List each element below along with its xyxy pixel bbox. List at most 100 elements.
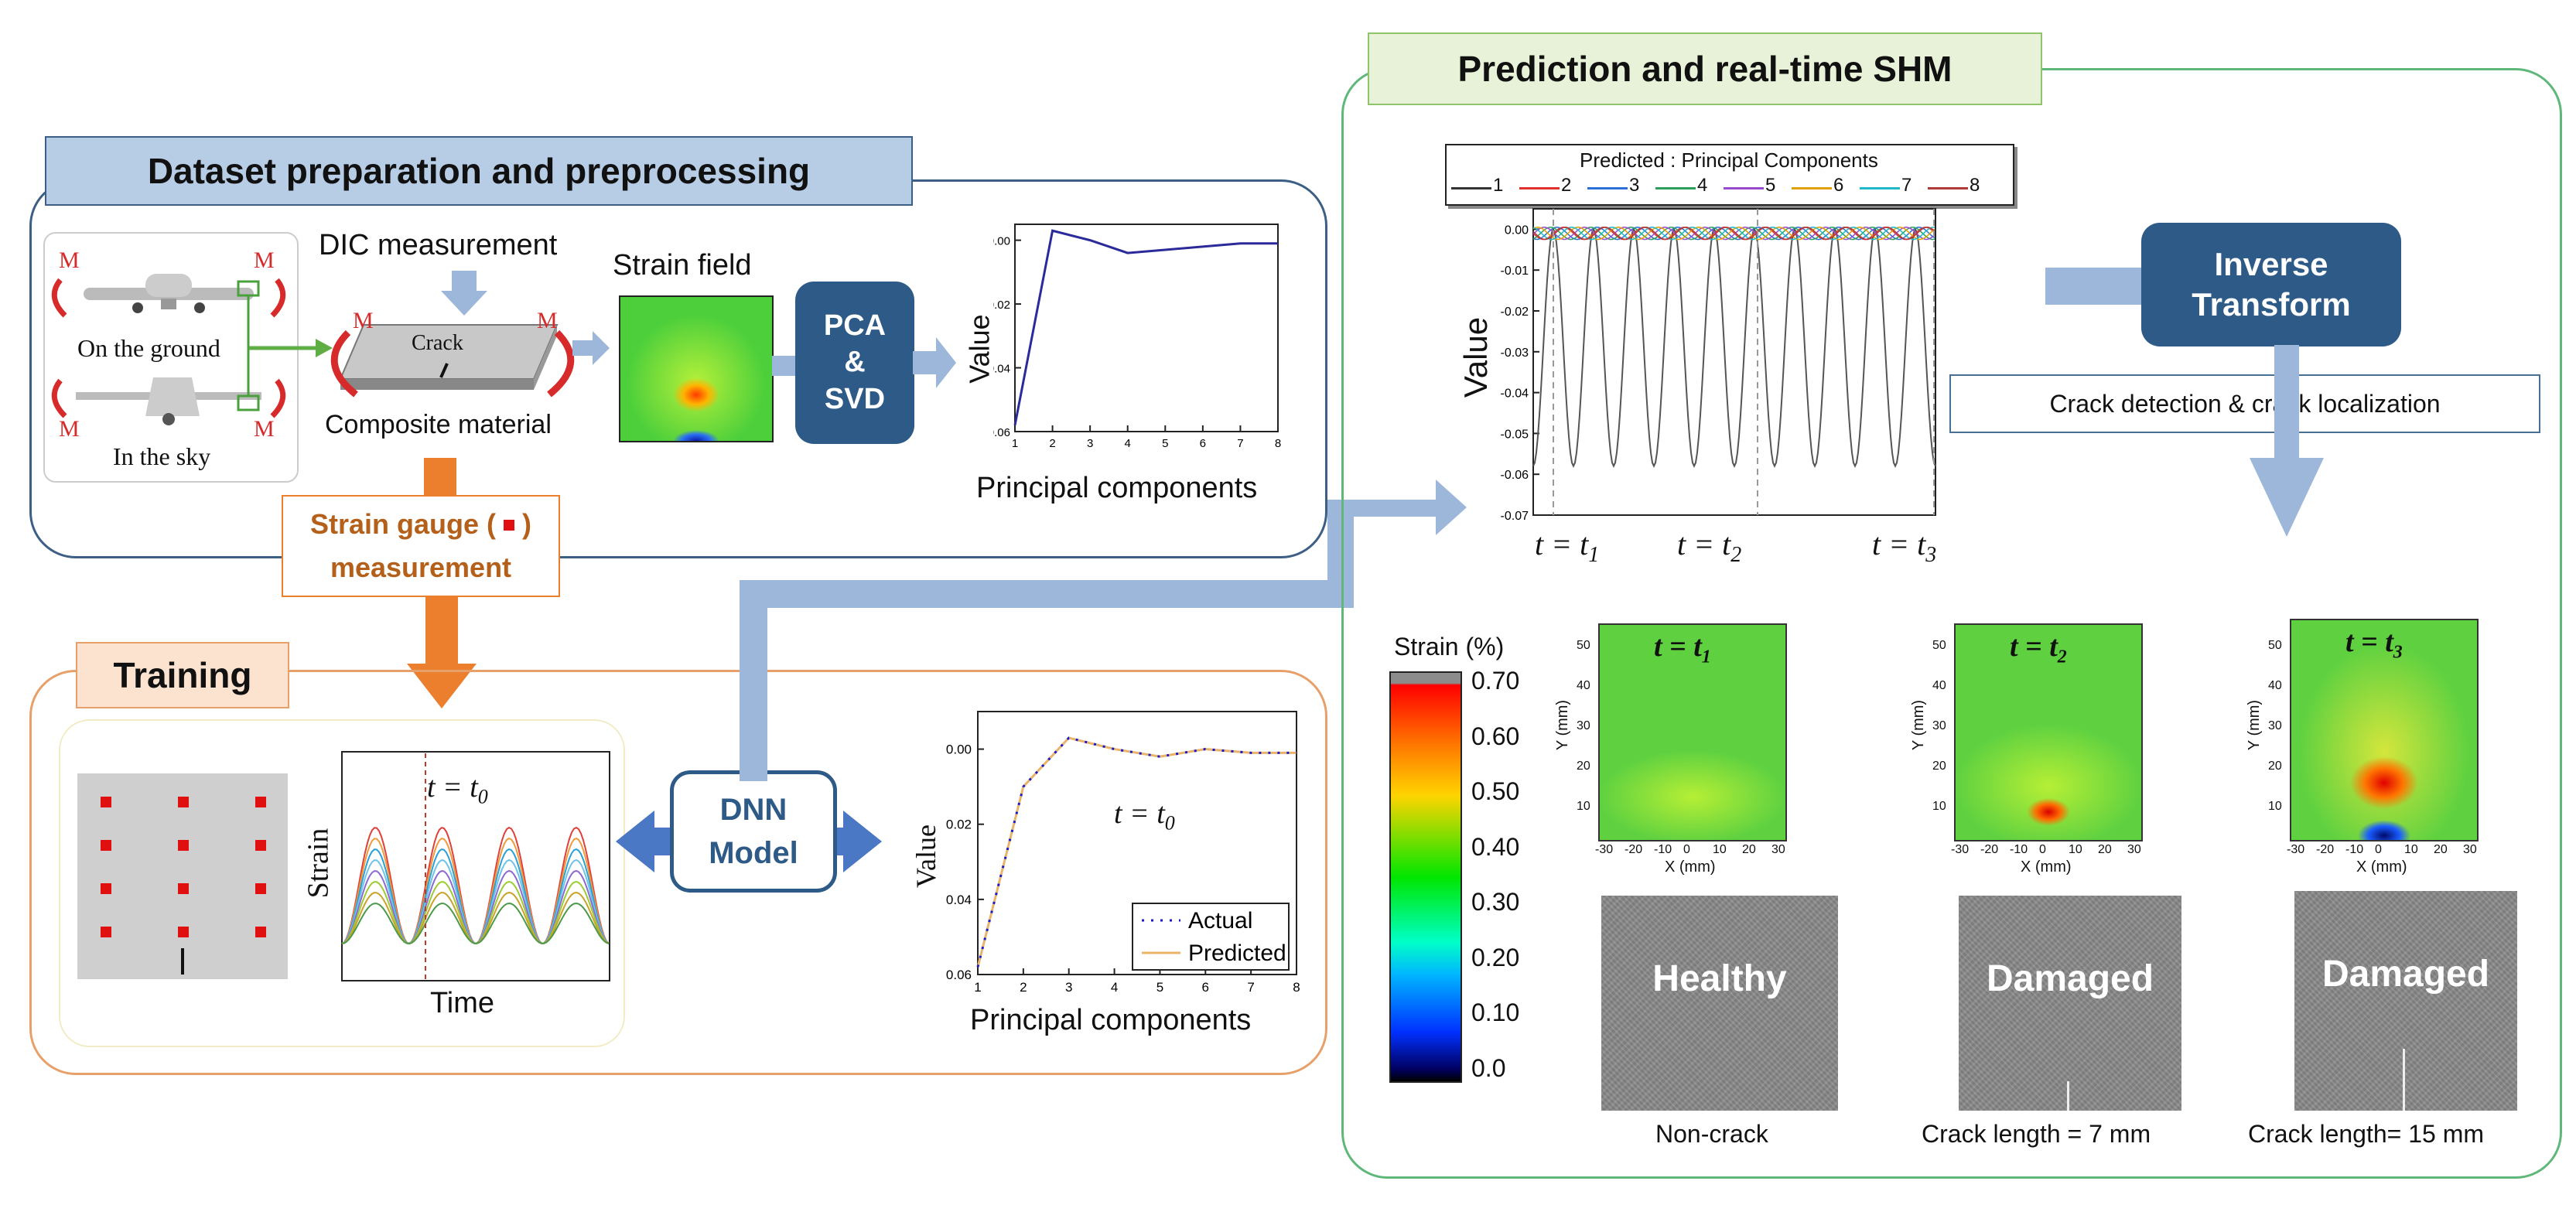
specimen-photo-damaged: Damaged (2294, 891, 2517, 1111)
y-tick-label: 0.06 (946, 968, 972, 982)
specimen-photo-healthy: Healthy (1601, 896, 1838, 1111)
connector-arrow-icon (740, 480, 1467, 781)
t-label-text: t = t (2010, 630, 2058, 663)
y-tick-label: 0.06 (993, 426, 1010, 439)
specimen-photo-damaged: Damaged (1959, 896, 2181, 1111)
strain-time-chart (341, 751, 610, 981)
t0-label: t = t0 (427, 770, 488, 809)
map-x-tick: 0 (2039, 843, 2046, 856)
legend-predicted-label: Predicted (1188, 940, 1286, 966)
right-arrow-icon (913, 337, 956, 388)
legend-swatch (1860, 187, 1900, 189)
legend-label: 3 (1629, 175, 1640, 196)
map-x-tick: 20 (1742, 843, 1756, 856)
map-y-tick: 50 (1932, 639, 1946, 652)
map-x-tick: -20 (1980, 843, 1999, 856)
t-label-sub: 0 (1164, 811, 1175, 835)
colorbar-tick-label: 0.60 (1471, 722, 1520, 750)
x-tick-label: 8 (1275, 437, 1281, 450)
colorbar-tick-label: 0.30 (1471, 888, 1520, 916)
chart-xlabel: Principal components (976, 472, 1258, 504)
map-xlabel: X (mm) (2356, 859, 2407, 876)
series-line (1013, 229, 1278, 426)
gauge-layout-plate (77, 773, 288, 979)
map-y-tick: 10 (2268, 800, 2282, 813)
t-label-sub: 3 (2393, 642, 2403, 663)
legend-swatch (1792, 187, 1832, 189)
map-y-tick: 20 (1932, 760, 1946, 773)
crack-mark (2403, 1049, 2405, 1111)
dnn-label: DNN (719, 793, 787, 827)
prediction-pc-chart: 0.00-0.01-0.02-0.03-0.04-0.05-0.06-0.07 (1501, 208, 1936, 523)
x-tick-label: 1 (1012, 437, 1018, 450)
strain-ylabel: Strain (302, 828, 335, 899)
x-tick-label: 5 (1156, 980, 1163, 995)
strain-map: t = t2 (1954, 623, 2143, 841)
t-label-text: t = t (427, 771, 478, 804)
actual-line (976, 736, 1297, 968)
moment-label: M (254, 247, 275, 273)
y-tick-label: -0.03 (1501, 346, 1529, 360)
t-label-sub: 2 (2057, 647, 2067, 667)
t-label-text: t = t (2345, 626, 2393, 658)
map-ylabel: Y (mm) (2246, 699, 2263, 751)
map-y-tick: 40 (1932, 679, 1946, 692)
map-x-tick: 10 (2069, 843, 2082, 856)
gauge-marker-icon (255, 927, 266, 937)
time-label: t = t1 (1535, 526, 1599, 568)
composite-specimen (330, 324, 575, 398)
map-y-tick: 20 (2268, 760, 2282, 773)
x-tick-label: 2 (1049, 437, 1055, 450)
map-y-tick: 30 (1932, 719, 1946, 732)
time-xlabel: Time (430, 987, 495, 1019)
y-tick-label: 0.04 (946, 893, 972, 907)
strain-field-label: Strain field (613, 249, 752, 282)
x-tick-label: 3 (1065, 980, 1072, 995)
t-label-sub: 2 (1730, 543, 1742, 567)
moment-label: M (59, 247, 80, 273)
x-tick-label: 7 (1237, 437, 1243, 450)
moment-label: M (353, 308, 374, 333)
y-tick-label: -0.06 (1501, 469, 1529, 482)
gauge-label-close: ) (522, 508, 532, 540)
x-tick-label: 5 (1162, 437, 1168, 450)
pc-series-line (1532, 227, 1935, 241)
map-y-tick: 50 (2268, 639, 2282, 652)
legend-label: 1 (1493, 175, 1504, 196)
pc-series-line (1532, 227, 1935, 241)
legend-label: 7 (1901, 175, 1912, 196)
map-time-label: t = t1 (1654, 630, 1711, 668)
down-arrow-icon (2250, 345, 2324, 537)
svd-label: SVD (824, 382, 886, 415)
gauge-label: Strain gauge ( (309, 508, 497, 540)
gauge-marker-icon (178, 927, 189, 937)
colorbar-tick-label: 0.40 (1471, 832, 1520, 861)
legend-label: 6 (1833, 175, 1844, 196)
map-x-tick: -10 (2010, 843, 2028, 856)
map-x-tick: -30 (2287, 843, 2305, 856)
dnn-model-box: DNN Model (670, 770, 837, 893)
colorbar-tick-label: 0.10 (1471, 998, 1520, 1026)
colorbar-tick-label: 0.70 (1471, 667, 1520, 695)
colorbar-tick-label: 0.0 (1471, 1053, 1506, 1082)
crack-mark (2067, 1081, 2069, 1111)
map-x-tick: -10 (2345, 843, 2364, 856)
map-xlabel: X (mm) (2021, 859, 2072, 876)
pc1-line (1532, 227, 1936, 469)
x-tick-label: 8 (1293, 980, 1300, 995)
map-x-tick: -10 (1654, 843, 1672, 856)
moment-label: M (537, 308, 558, 333)
airplane-ground-icon (84, 274, 254, 313)
pca-svd-box: PCA & SVD (795, 282, 914, 444)
inverse-arrow-icon (2045, 268, 2143, 305)
crack-detection-box: Crack detection & crack localization (1949, 374, 2540, 433)
inverse-transform-box: Inverse Transform (2141, 223, 2401, 346)
t-label-text: t = t (1677, 527, 1731, 562)
photo-caption: Crack length = 7 mm (1922, 1120, 2151, 1148)
gauge-marker-icon (255, 883, 266, 894)
gauge-marker-icon (101, 797, 111, 807)
map-y-tick: 40 (1577, 679, 1590, 692)
map-y-tick: 10 (1932, 800, 1946, 813)
pc-series-line (1532, 227, 1935, 241)
